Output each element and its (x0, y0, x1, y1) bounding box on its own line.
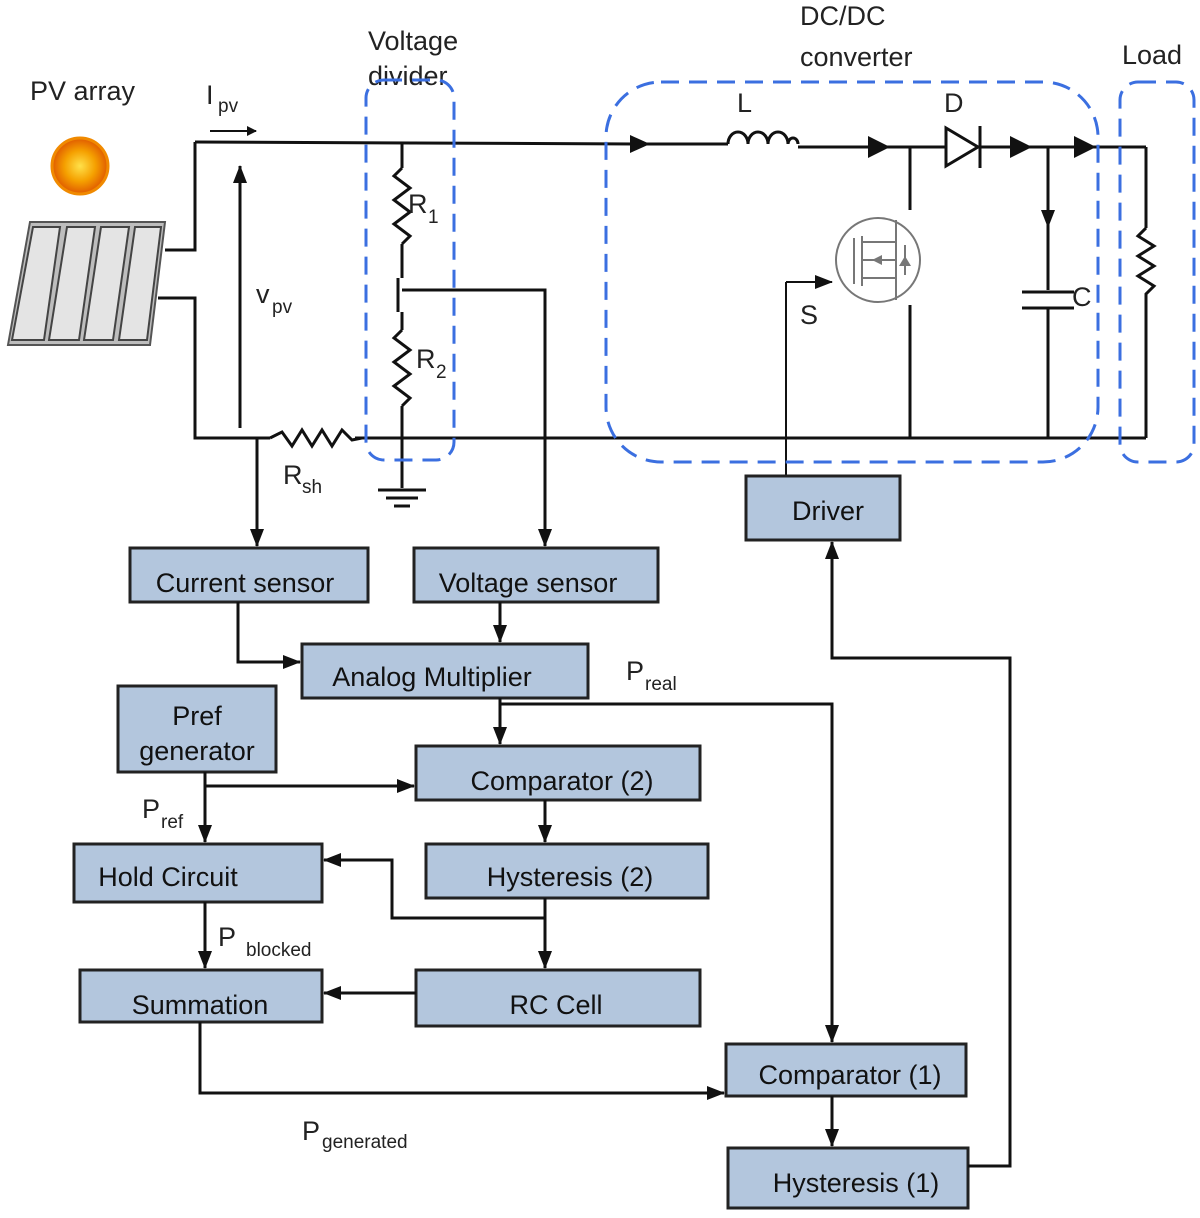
p-real-label: P (626, 656, 644, 686)
block-hysteresis-2: Hysteresis (2) (424, 842, 710, 900)
p-blocked-label: P (218, 922, 236, 952)
load: Load (1122, 40, 1182, 300)
capacitor-label: C (1072, 282, 1092, 312)
dcdc-label-2: converter (800, 42, 913, 72)
hold-circuit-label: Hold Circuit (98, 862, 238, 892)
dcdc-label-1: DC/DC (800, 1, 886, 31)
block-current-sensor: Current sensor (128, 546, 370, 604)
block-comparator-1: Comparator (1) (724, 1042, 968, 1098)
comparator-2-label: Comparator (2) (470, 766, 653, 796)
block-hold-circuit: Hold Circuit (72, 842, 324, 904)
ipv-subscript: pv (218, 96, 239, 117)
pref-generator-label-2: generator (139, 736, 255, 766)
block-rc-cell: RC Cell (414, 968, 702, 1028)
shunt-resistor: R sh (269, 427, 363, 498)
block-driver: Driver (744, 474, 902, 542)
diode-label: D (944, 88, 964, 118)
p-ref-subscript: ref (161, 812, 184, 833)
pref-generator-label-1: Pref (172, 701, 222, 731)
diode-icon (944, 125, 982, 169)
p-generated-label: P (302, 1116, 320, 1146)
r2-label: R (416, 344, 436, 374)
rc-cell-label: RC Cell (509, 990, 602, 1020)
rsh-label: R (283, 460, 303, 490)
block-pref-generator: Pref generator (116, 684, 278, 774)
dcdc-converter-boundary (604, 80, 1100, 464)
hysteresis-2-label: Hysteresis (2) (487, 862, 654, 892)
hysteresis-1-label: Hysteresis (1) (773, 1168, 940, 1198)
r1-label: R (408, 189, 428, 219)
r2-subscript: 2 (436, 362, 447, 383)
power-circuit (158, 140, 1148, 440)
p-ref-label: P (142, 794, 160, 824)
pv-array: PV array (6, 76, 167, 346)
mosfet-switch-icon (835, 217, 921, 303)
sun-icon (50, 136, 110, 196)
analog-multiplier-label: Analog Multiplier (332, 662, 532, 692)
vpv-label: v (256, 279, 270, 309)
p-blocked-subscript: blocked (246, 940, 312, 961)
voltage-sensor-label: Voltage sensor (439, 568, 618, 598)
current-sensor-label: Current sensor (156, 568, 335, 598)
voltage-divider-boundary (364, 78, 456, 462)
capacitor-icon (1022, 290, 1074, 310)
pv-array-label: PV array (30, 76, 136, 106)
block-voltage-sensor: Voltage sensor (412, 546, 660, 604)
inductor-label: L (737, 88, 752, 118)
inductor-icon (726, 130, 800, 145)
rsh-subscript: sh (302, 477, 322, 498)
load-label: Load (1122, 40, 1182, 70)
signal-labels: P real P ref P blocked P generated (142, 656, 677, 1153)
block-analog-multiplier: Analog Multiplier (300, 642, 590, 700)
r1-subscript: 1 (428, 207, 439, 228)
ipv-arrow: I pv (206, 80, 257, 136)
solar-panel-icon (6, 221, 167, 346)
load-boundary (1118, 80, 1196, 464)
driver-label: Driver (792, 496, 864, 526)
block-comparator-2: Comparator (2) (414, 744, 702, 802)
block-summation: Summation (78, 968, 324, 1024)
load-resistor-icon (1135, 226, 1157, 300)
dcdc-converter: DC/DC converter L (630, 1, 1096, 476)
vpv-arrow: v pv (233, 165, 293, 428)
voltage-divider: R 1 R 2 Voltage divider (368, 26, 458, 438)
voltage-divider-label-2: divider (368, 61, 448, 91)
comparator-1-label: Comparator (1) (758, 1060, 941, 1090)
vpv-subscript: pv (272, 297, 293, 318)
block-hysteresis-1: Hysteresis (1) (726, 1146, 970, 1210)
voltage-divider-label-1: Voltage (368, 26, 458, 56)
ground-icon (378, 438, 426, 508)
p-generated-subscript: generated (322, 1132, 408, 1153)
p-real-subscript: real (645, 674, 677, 695)
switch-label: S (800, 300, 818, 330)
summation-label: Summation (132, 990, 269, 1020)
ipv-label: I (206, 80, 214, 110)
signal-wires (198, 288, 1012, 1168)
